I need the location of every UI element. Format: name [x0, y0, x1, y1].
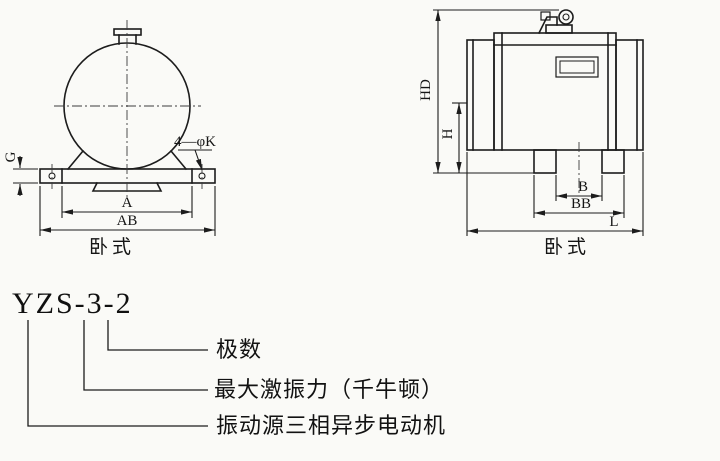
callout-line-source	[27, 320, 208, 427]
side-view-caption: 卧式	[544, 236, 590, 258]
callout-line-poles	[107, 320, 208, 351]
eyebolt-ring-icon	[558, 9, 574, 25]
callout-label-force: 最大激振力（千牛顿）	[214, 378, 444, 403]
cradle-slant-left	[66, 149, 85, 171]
eyebolt-ring-hole	[562, 13, 570, 21]
side-view-texts: HD H B BB L 卧式	[418, 79, 619, 258]
base-plate	[39, 168, 216, 184]
motor-body	[493, 32, 617, 151]
model-code: YZS-3-2	[12, 287, 133, 320]
dim-label-hole: 4—φK	[174, 134, 216, 150]
side-view	[466, 9, 644, 174]
dim-label-h: H	[440, 128, 456, 139]
callout-label-poles: 极数	[216, 338, 262, 363]
model-designation: YZS-3-2 极数 最大激振力（千牛顿） 振动源三相异步电动机	[12, 287, 446, 439]
dim-label-g: G	[3, 151, 19, 162]
dim-label-hd: HD	[418, 79, 434, 101]
cradle-slant-right	[169, 149, 188, 171]
front-view-centerlines	[51, 20, 203, 197]
dim-label-bb: BB	[571, 196, 591, 212]
hole-leader	[194, 149, 203, 171]
callout-line-force	[83, 320, 208, 391]
mount-foot-left	[533, 149, 557, 174]
front-view-dimensions	[13, 149, 216, 236]
front-view-caption: 卧式	[89, 236, 135, 258]
lug-bolt-head	[540, 11, 551, 21]
top-cap-flange	[113, 28, 142, 36]
mount-foot-right	[601, 149, 625, 174]
lug-base	[545, 24, 573, 34]
nameplate	[555, 56, 599, 78]
left-end-cap	[466, 39, 495, 151]
side-view-dimensions	[433, 9, 644, 236]
dim-label-a: A	[122, 195, 133, 211]
callout-label-source: 振动源三相异步电动机	[216, 414, 446, 439]
dim-label-b: B	[578, 179, 588, 195]
nameplate-inner	[559, 60, 595, 74]
front-view-texts: G 4—φK A AB 卧式	[3, 134, 216, 258]
front-view	[39, 28, 216, 192]
right-end-cap	[615, 39, 644, 151]
dim-label-ab: AB	[117, 213, 138, 229]
dim-label-l: L	[609, 214, 618, 230]
lug-bracket	[537, 16, 558, 35]
